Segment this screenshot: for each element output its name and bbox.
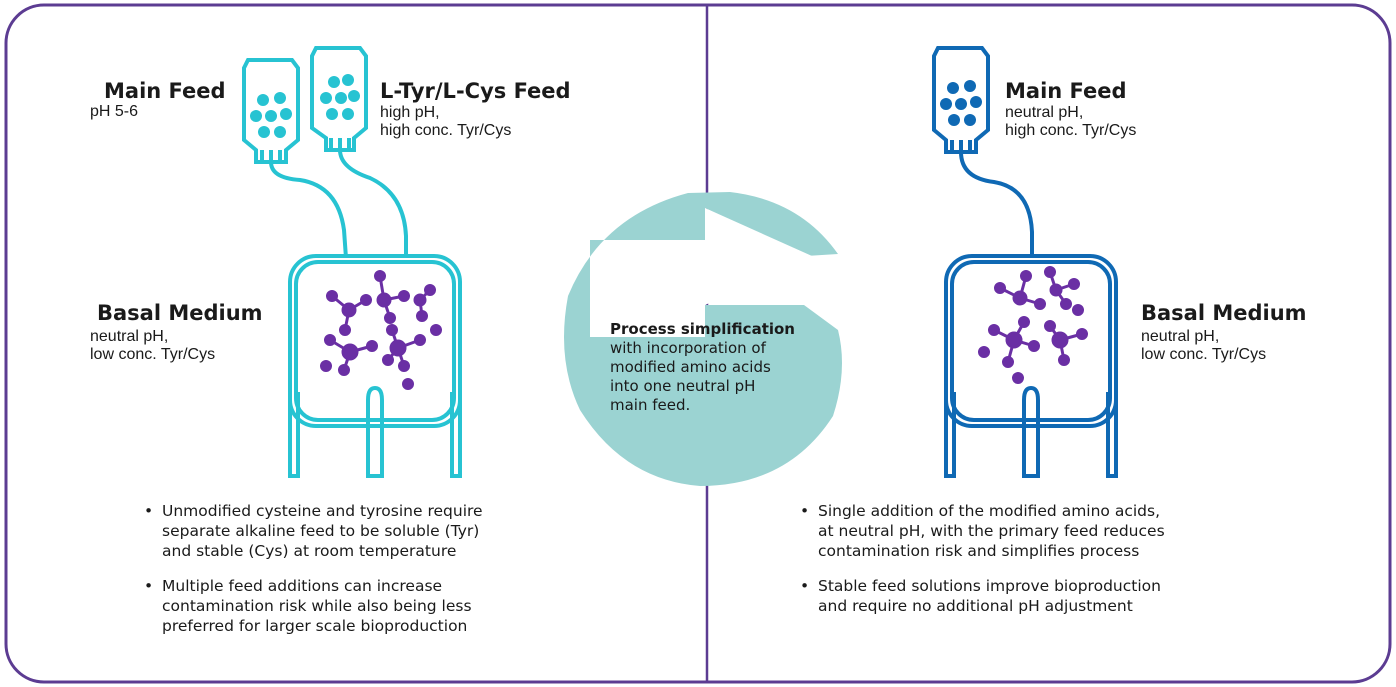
tyr-cys-feed-title: L-Tyr/L-Cys Feed (380, 79, 571, 103)
right-bullet-list: Single addition of the modified amino ac… (794, 501, 1165, 631)
main-feed-dots (250, 92, 292, 138)
process-simplification-text: Process simplification with incorporatio… (610, 320, 795, 414)
left-main-feed-desc: pH 5-6 (90, 103, 139, 120)
tyr-feed-tube (338, 149, 408, 258)
right-main-feed-dots (940, 80, 982, 126)
right-feed-tube (959, 151, 1034, 258)
left-basal-medium-title: Basal Medium (97, 301, 263, 325)
outer-frame (4, 3, 1392, 684)
right-bioreactor-icon (944, 254, 1118, 478)
right-basal-medium-desc: neutral pH, low conc. Tyr/Cys (1141, 328, 1267, 363)
tyr-cys-feed-desc: high pH, high conc. Tyr/Cys (380, 104, 512, 139)
left-molecules-icon (320, 270, 442, 390)
tyr-cys-feed-dots (320, 74, 360, 120)
left-bullet-list: Unmodified cysteine and tyrosine require… (138, 501, 483, 651)
right-main-feed-desc: neutral pH, high conc. Tyr/Cys (1005, 104, 1137, 139)
list-item: Stable feed solutions improve bioproduct… (800, 576, 1165, 616)
right-basal-medium-title: Basal Medium (1141, 301, 1307, 325)
left-main-feed-title: Main Feed (104, 79, 226, 103)
list-item: Single addition of the modified amino ac… (800, 501, 1165, 561)
process-arrow-icon (564, 192, 842, 486)
main-feed-tube (269, 161, 348, 259)
list-item: Unmodified cysteine and tyrosine require… (144, 501, 483, 561)
right-molecules-icon (978, 266, 1088, 384)
list-item: Multiple feed additions can increase con… (144, 576, 483, 636)
right-main-feed-title: Main Feed (1005, 79, 1127, 103)
left-basal-medium-desc: neutral pH, low conc. Tyr/Cys (90, 328, 216, 363)
